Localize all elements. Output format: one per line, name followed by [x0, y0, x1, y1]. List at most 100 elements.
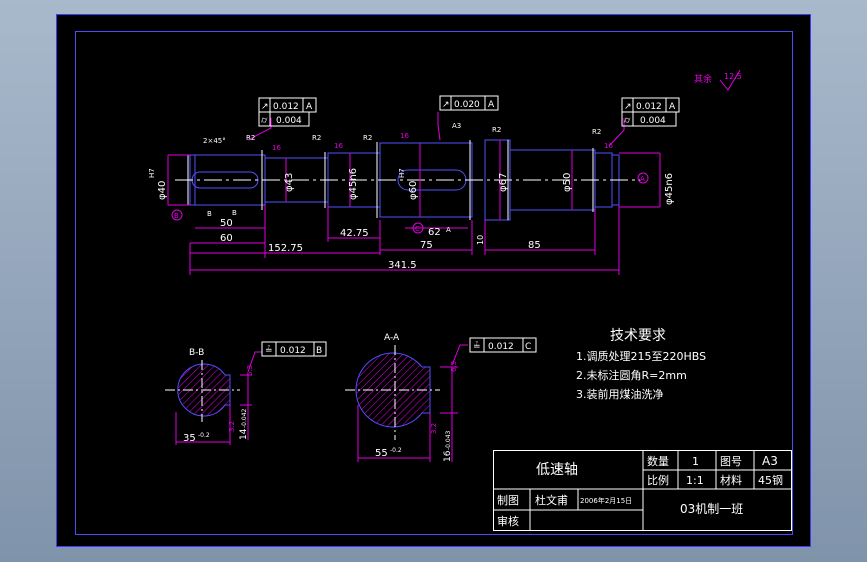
section-b-width-tol: -0.2: [198, 432, 210, 439]
drawn-date: 2006年2月15日: [580, 496, 632, 505]
dim-42: 42.75: [340, 228, 369, 239]
r2-mid2: R2: [363, 134, 372, 142]
section-b-left: B: [207, 210, 212, 218]
tech-req-title: 技术要求: [610, 328, 666, 344]
dia-50: φ50: [562, 173, 573, 192]
section-a-view: A-A 55 -0.2 16 -0.043 3.2 6.3: [345, 333, 468, 462]
dia-40: φ40: [157, 181, 168, 200]
outer-frame: [56, 14, 811, 547]
r2-right1: R2: [492, 126, 501, 134]
tol-right-sym2: ⌭: [624, 116, 631, 126]
section-b-width: 35: [183, 433, 196, 444]
tol-left-val2: 0.004: [276, 116, 302, 126]
r2-left: R2: [246, 134, 255, 142]
dim-152: 152.75: [268, 243, 303, 254]
tol-left-datum1: A: [306, 102, 313, 112]
ra-3: 16: [400, 132, 409, 140]
tol-b-datum: B: [316, 346, 322, 356]
dim-85: 85: [528, 240, 541, 251]
tol-right-val2: 0.004: [640, 116, 666, 126]
roughness-label: 其余: [694, 73, 712, 85]
model-space-background: [56, 14, 811, 547]
ra-1: 16: [272, 144, 281, 152]
roughness-note: 其余 12.5: [694, 69, 742, 91]
dia-45n6-right: φ45n6: [664, 173, 675, 205]
tech-req-item-1: 1.调质处理215至220HBS: [576, 350, 706, 363]
dimension-lines: [167, 112, 661, 275]
inner-frame: [75, 31, 793, 535]
tol-mid-sym1: ↗: [442, 100, 450, 110]
tech-req-item-3: 3.装前用煤油洗净: [576, 387, 664, 401]
section-a-shape: [355, 352, 431, 428]
organization: 03机制一班: [680, 502, 743, 516]
section-a-width: 55: [375, 448, 388, 459]
chamfer-label: 2×45°: [203, 137, 226, 145]
dia-60: φ60: [408, 181, 419, 200]
datum-a: A: [640, 175, 645, 183]
dim-10: 10: [476, 235, 485, 245]
dim-50: 50: [220, 218, 233, 229]
tol-left-val1: 0.012: [273, 102, 299, 112]
section-b-height: 14: [239, 428, 249, 440]
tech-req-item-2: 2.未标注圆角R=2mm: [576, 368, 687, 382]
tol-a-datum: C: [525, 342, 531, 352]
qty-label: 数量: [647, 455, 669, 468]
h7-label: H7: [148, 168, 156, 178]
drawing-no-value: A3: [762, 454, 778, 468]
tol-b-val: 0.012: [280, 346, 306, 356]
dim-75: 75: [420, 240, 433, 251]
tol-a-val: 0.012: [488, 342, 514, 352]
dia-45n6-left: φ45n6: [348, 168, 359, 200]
drawing-no-label: 图号: [720, 455, 742, 468]
section-a-height: 16: [443, 450, 453, 462]
roughness-value: 12.5: [724, 72, 742, 81]
tol-a-sym: ≟: [473, 341, 481, 352]
dim-60: 60: [220, 233, 233, 244]
section-b-ra: 3.2: [228, 421, 236, 432]
scale-label: 比例: [647, 473, 669, 487]
tol-left-sym2: ⌭: [261, 116, 268, 126]
r2-mid1: R2: [312, 134, 321, 142]
section-a-height-tol: -0.043: [445, 430, 452, 450]
part-name: 低速轴: [536, 462, 578, 478]
tol-frame-section-a: ≟ 0.012 C: [469, 337, 537, 353]
material-label: 材料: [720, 473, 742, 487]
diameter-labels: φ40 φ43 φ45n6 φ60 φ67 φ50 φ45n6: [157, 168, 675, 205]
tech-requirements: 技术要求 1.调质处理215至220HBS 2.未标注圆角R=2mm 3.装前用…: [576, 328, 706, 401]
dim-62: 62: [428, 227, 441, 238]
tol-left-sym1: ↗: [261, 102, 269, 112]
section-b-ra2: 6.3: [246, 365, 254, 376]
tol-right-datum1: A: [669, 102, 676, 112]
section-b-height-tol: -0.042: [241, 408, 248, 428]
tol-mid-val1: 0.020: [454, 100, 480, 110]
tol-mid-datum1: A: [488, 100, 495, 110]
a3-label: A3: [452, 122, 461, 130]
title-block: [493, 450, 792, 531]
ra-2: 16: [334, 142, 343, 150]
dim-341: 341.5: [388, 260, 417, 271]
drawn-name: 杜文甫: [535, 493, 568, 507]
qty-value: 1: [692, 455, 699, 468]
datum-b: B: [174, 212, 179, 220]
tol-frame-right: ↗ 0.012 A ⌭ 0.004: [621, 97, 680, 127]
tol-frame-middle: ↗ 0.020 A: [439, 95, 499, 111]
drawn-label: 制图: [497, 494, 519, 507]
section-a-ra: 3.2: [430, 423, 438, 434]
tol-frame-left: ↗ 0.012 A ⌭ 0.004: [258, 97, 317, 127]
section-b-title: B-B: [189, 348, 204, 358]
scale-value: 1:1: [686, 474, 704, 487]
section-a-title: A-A: [384, 333, 400, 343]
ra-4: 16: [604, 142, 613, 150]
tol-frame-section-b: ≟ 0.012 B: [261, 341, 327, 357]
small-labels: 2×45° R2 R2 R2 R2 R2 A3 16 16 16 16 H7 H…: [148, 122, 645, 234]
tol-b-sym: ≟: [265, 345, 273, 356]
dimension-texts: 50 60 152.75 42.75 75 62 10 85 341.5: [220, 218, 541, 271]
h7b-label: H7: [398, 168, 406, 178]
section-b-arrow: B: [232, 209, 237, 217]
roughness-symbol-icon: [719, 69, 741, 91]
r2-right2: R2: [592, 128, 601, 136]
checked-label: 审核: [497, 514, 519, 528]
section-a-ra2: 6.3: [450, 361, 458, 372]
section-a-width-tol: -0.2: [390, 447, 402, 454]
